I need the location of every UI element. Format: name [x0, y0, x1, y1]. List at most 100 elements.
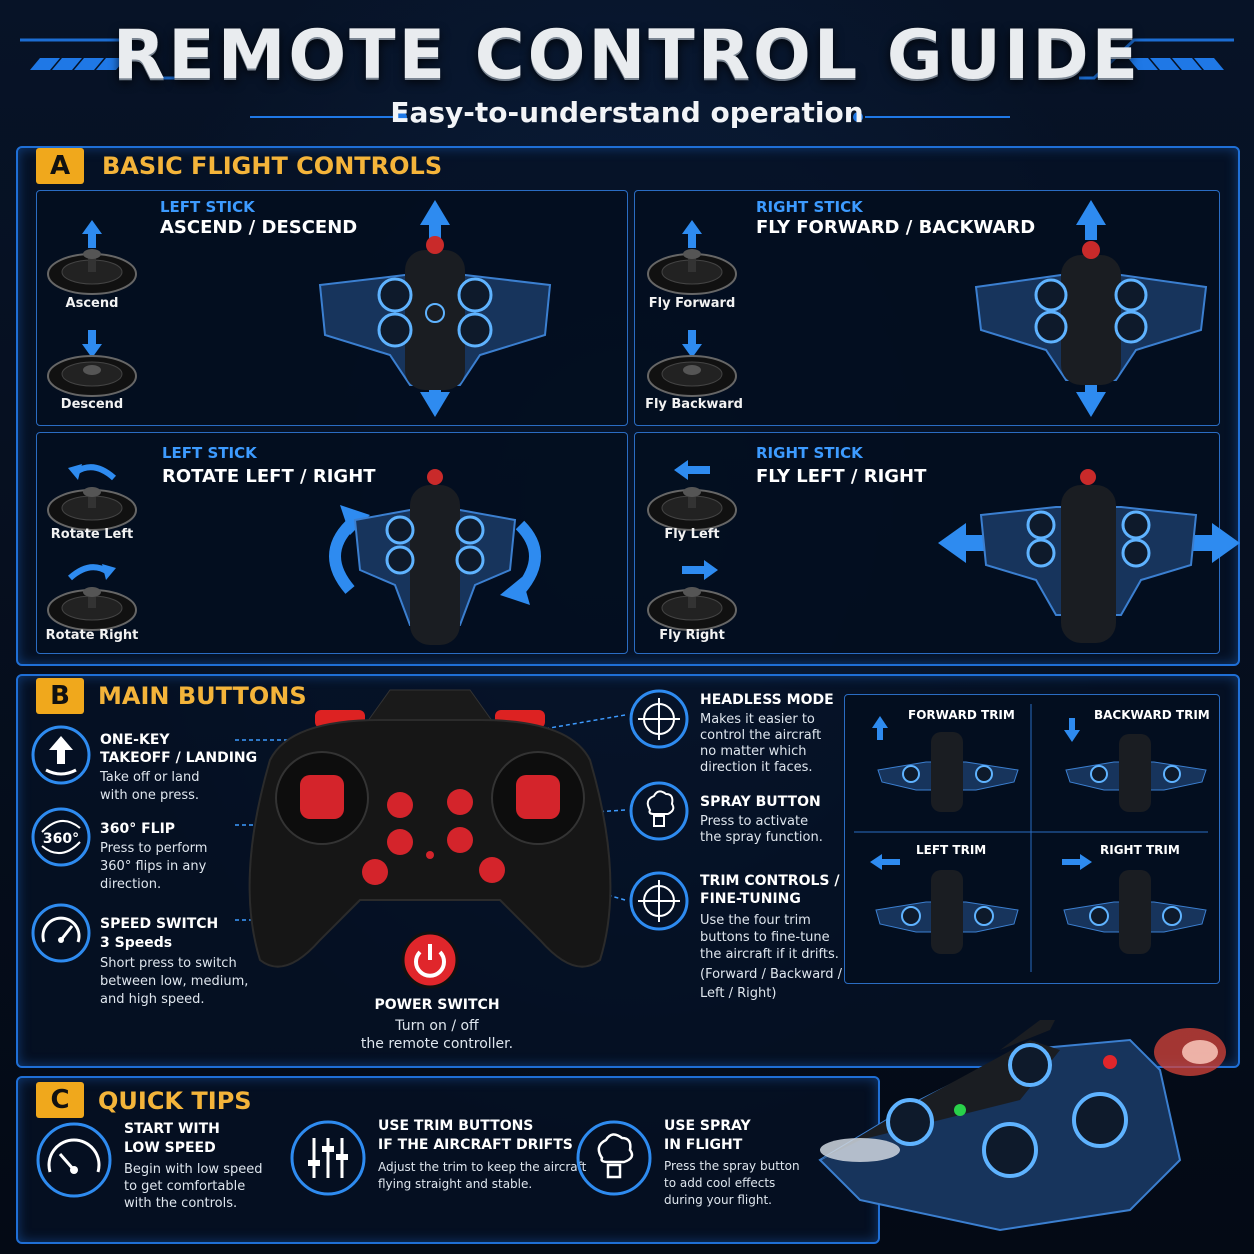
headless-desc-1: Makes it easier to	[700, 712, 815, 727]
section-b-badge: B	[36, 678, 84, 714]
joystick-descend-icon	[47, 330, 137, 397]
trim-controls-icon	[629, 871, 689, 931]
spray-desc-1: Press to activate	[700, 814, 809, 829]
takeoff-landing-icon	[31, 725, 91, 785]
tip-1-desc-3: with the controls.	[124, 1196, 238, 1211]
trim-title-1: TRIM CONTROLS /	[700, 873, 840, 889]
rotate-left-label: Rotate Left	[50, 527, 134, 542]
aircraft-front-view-image	[974, 200, 1208, 417]
backward-trim-label: BACKWARD TRIM	[1094, 708, 1210, 722]
low-speed-tip-icon	[36, 1122, 112, 1198]
tip-3-title-2: IN FLIGHT	[664, 1137, 743, 1153]
headless-desc-4: direction it faces.	[700, 760, 813, 775]
headless-desc-3: no matter which	[700, 744, 807, 759]
power-button-icon	[401, 931, 459, 989]
section-a-title: BASIC FLIGHT CONTROLS	[102, 152, 443, 180]
headless-mode-icon	[629, 689, 689, 749]
panel-2-stick-label: RIGHT STICK	[756, 198, 863, 216]
trim-title-2: FINE-TUNING	[700, 891, 801, 907]
tip-3-desc-2: to add cool effects	[664, 1176, 776, 1190]
fly-left-label: Fly Left	[664, 527, 720, 542]
right-trim-image	[1062, 854, 1207, 954]
spray-tip-icon	[576, 1120, 652, 1196]
spray-desc-2: the spray function.	[700, 830, 823, 845]
panel-1-stick-label: LEFT STICK	[160, 198, 255, 216]
power-desc-1: Turn on / off	[395, 1018, 479, 1034]
power-title: POWER SWITCH	[374, 997, 500, 1013]
section-a-badge: A	[36, 148, 84, 184]
spray-icon	[629, 781, 689, 841]
section-c-badge: C	[36, 1082, 84, 1118]
forward-trim-label: FORWARD TRIM	[908, 708, 1015, 722]
tip-2-title-2: IF THE AIRCRAFT DRIFTS	[378, 1137, 573, 1153]
trim-desc-2: buttons to fine-tune	[700, 930, 830, 945]
trim-grid-panel	[844, 694, 1220, 984]
panel-2-action-label: FLY FORWARD / BACKWARD	[756, 217, 1036, 238]
trim-grid-dividers	[854, 704, 1208, 972]
forward-trim-image	[872, 716, 1019, 812]
flip-360-icon: 360°	[31, 807, 91, 867]
flip-desc-1: Press to perform	[100, 841, 208, 856]
takeoff-title-2: TAKEOFF / LANDING	[100, 750, 258, 766]
section-c-panel	[16, 1076, 880, 1244]
right-trim-label: RIGHT TRIM	[1100, 843, 1180, 857]
speed-desc-2: between low, medium,	[100, 974, 249, 989]
left-trim-image	[870, 854, 1019, 954]
tip-3-desc-1: Press the spray button	[664, 1159, 800, 1173]
tip-3-desc-3: during your flight.	[664, 1193, 772, 1207]
takeoff-title-1: ONE-KEY	[100, 732, 170, 748]
spray-title: SPRAY BUTTON	[700, 794, 821, 810]
joystick-rotate-right-icon	[47, 564, 137, 631]
descend-label: Descend	[60, 397, 124, 412]
fly-forward-label: Fly Forward	[648, 296, 736, 311]
aircraft-top-view-image	[318, 200, 552, 417]
speedometer-icon	[31, 903, 91, 963]
joystick-rotate-left-icon	[47, 464, 137, 531]
joystick-fly-forward-icon	[647, 220, 737, 295]
takeoff-desc-1: Take off or land	[100, 770, 200, 785]
joystick-fly-right-icon	[647, 560, 737, 631]
panel-3-stick-label: LEFT STICK	[162, 444, 257, 462]
section-c-title: QUICK TIPS	[98, 1087, 252, 1115]
aircraft-rotate-image	[329, 469, 541, 645]
section-b-title: MAIN BUTTONS	[98, 682, 307, 710]
tip-1-desc-1: Begin with low speed	[124, 1162, 263, 1177]
headless-title: HEADLESS MODE	[700, 692, 834, 708]
speed-title-1: SPEED SWITCH	[100, 916, 219, 932]
page-subtitle: Easy-to-understand operation	[390, 96, 864, 129]
aircraft-hero-image	[818, 1020, 1226, 1232]
joystick-fly-left-icon	[647, 460, 737, 531]
trim-sliders-tip-icon	[290, 1120, 366, 1196]
rotate-right-label: Rotate Right	[45, 628, 139, 643]
panel-4-action-label: FLY LEFT / RIGHT	[756, 466, 927, 487]
panel-3-action-label: ROTATE LEFT / RIGHT	[162, 466, 376, 487]
tip-1-desc-2: to get comfortable	[124, 1179, 246, 1194]
joystick-fly-backward-icon	[647, 330, 737, 397]
speed-desc-1: Short press to switch	[100, 956, 237, 971]
flip-desc-2: 360° flips in any	[100, 859, 207, 874]
power-desc-2: the remote controller.	[360, 1036, 514, 1052]
left-trim-label: LEFT TRIM	[916, 843, 987, 857]
header-decoration	[20, 38, 1234, 122]
flip-title: 360° FLIP	[100, 821, 176, 837]
speed-title-2: 3 Speeds	[100, 935, 173, 951]
ascend-label: Ascend	[65, 296, 119, 311]
headless-desc-2: control the aircraft	[700, 728, 822, 743]
joystick-ascend-icon	[47, 220, 137, 295]
backward-trim-image	[1064, 718, 1207, 812]
flip-icon-text: 360°	[43, 831, 79, 847]
remote-controller-image	[235, 689, 626, 968]
aircraft-side-move-image	[938, 469, 1240, 643]
speed-desc-3: and high speed.	[100, 992, 205, 1007]
page-title: REMOTE CONTROL GUIDE	[112, 16, 1142, 95]
tip-2-desc-1: Adjust the trim to keep the aircraft	[378, 1160, 587, 1174]
panel-4-stick-label: RIGHT STICK	[756, 444, 863, 462]
fly-backward-label: Fly Backward	[645, 397, 743, 412]
tip-2-desc-2: flying straight and stable.	[378, 1177, 533, 1191]
panel-1-action-label: ASCEND / DESCEND	[160, 217, 358, 238]
trim-desc-3: the aircraft if it drifts.	[700, 947, 839, 962]
trim-desc-4: (Forward / Backward /	[700, 967, 843, 982]
tip-2-title-1: USE TRIM BUTTONS	[378, 1118, 534, 1134]
takeoff-desc-2: with one press.	[100, 788, 200, 803]
fly-right-label: Fly Right	[659, 628, 725, 643]
